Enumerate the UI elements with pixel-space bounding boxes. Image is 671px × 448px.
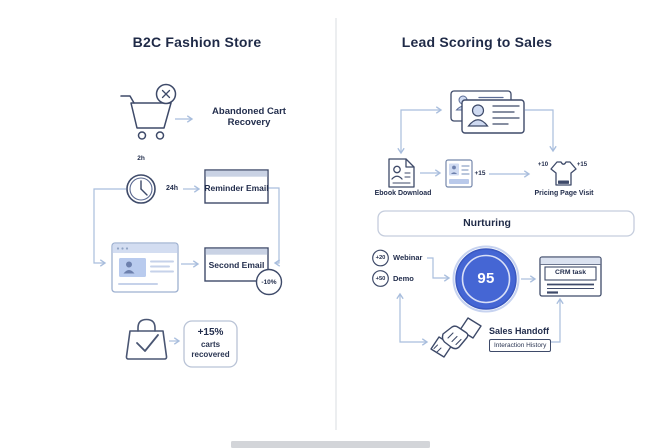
left-panel-title: B2C Fashion Store: [132, 34, 262, 50]
result-box: [183, 320, 238, 368]
mid-score-label: +15: [474, 169, 486, 177]
timer-clock-icon: [126, 174, 156, 204]
demo-label: Demo: [393, 274, 414, 283]
sales-handoff-label: Sales Handoff: [489, 326, 550, 336]
abandoned-cart-label-line2: Recovery: [227, 117, 271, 128]
nurturing-label: Nurturing: [463, 217, 511, 229]
shopping-bag-check-icon: [125, 318, 168, 360]
reminder-email-window-icon: [204, 169, 269, 204]
contact-cards-icon: [450, 90, 525, 134]
crm-task-label: CRM task: [555, 269, 586, 276]
tshirt-pricing-icon: [550, 161, 577, 186]
connector-cards-pricing: [525, 109, 557, 153]
result-recovered-label: recovered: [191, 350, 230, 359]
pricing-score-right: +15: [576, 162, 588, 168]
result-carts-label: carts: [200, 339, 221, 349]
flow-connectors: [93, 106, 564, 346]
abandoned-cart-label-line1: Abandoned Cart: [212, 106, 286, 117]
second-email-label: Second Email: [208, 260, 265, 270]
cart-with-x-icon: [120, 83, 177, 140]
webinar-score-badge: [372, 249, 389, 267]
webinar-label: Webinar: [393, 253, 423, 262]
reminder-email-label: Reminder Email: [204, 183, 269, 193]
connector-demo-handshake: [396, 292, 429, 346]
connector-cards-ebook: [397, 106, 443, 155]
connector-reminder-to-second: [268, 187, 281, 267]
demo-badge-label: +50: [375, 275, 386, 282]
score-circle: [452, 245, 520, 313]
bottom-bar: [231, 441, 430, 448]
pricing-page-visit-label: Pricing Page Visit: [534, 190, 594, 197]
result-percentage: +15%: [197, 327, 224, 338]
abandoned-cart-label: Abandoned Cart Recovery: [212, 106, 286, 128]
ebook-document-icon: [388, 158, 415, 188]
crm-task-card-icon: [539, 256, 602, 297]
demo-score-badge: [372, 270, 389, 287]
right-panel-title: Lead Scoring to Sales: [401, 34, 553, 50]
browser-profile-icon: [111, 242, 179, 293]
nurturing-bar: [377, 210, 635, 237]
discount-badge-circle: [255, 268, 283, 296]
webinar-badge-label: +20: [375, 255, 386, 261]
connector-clock-to-browser: [93, 188, 126, 267]
clock-2h-label: 2h: [137, 155, 145, 162]
profile-card-icon: [445, 159, 473, 188]
discount-badge-label: -10%: [261, 278, 277, 286]
ebook-download-label: Ebook Download: [374, 190, 432, 197]
interaction-history-label: Interaction History: [489, 339, 552, 353]
clock-24h-label: 24h: [165, 184, 179, 192]
connector-history-to-crm: [548, 297, 564, 343]
pricing-score-left: +10: [537, 162, 549, 168]
handshake-icon: [430, 317, 482, 358]
second-email-window-icon: [204, 247, 283, 296]
connector-webinar-to-score: [427, 257, 451, 282]
lead-score-value: 95: [477, 270, 495, 287]
